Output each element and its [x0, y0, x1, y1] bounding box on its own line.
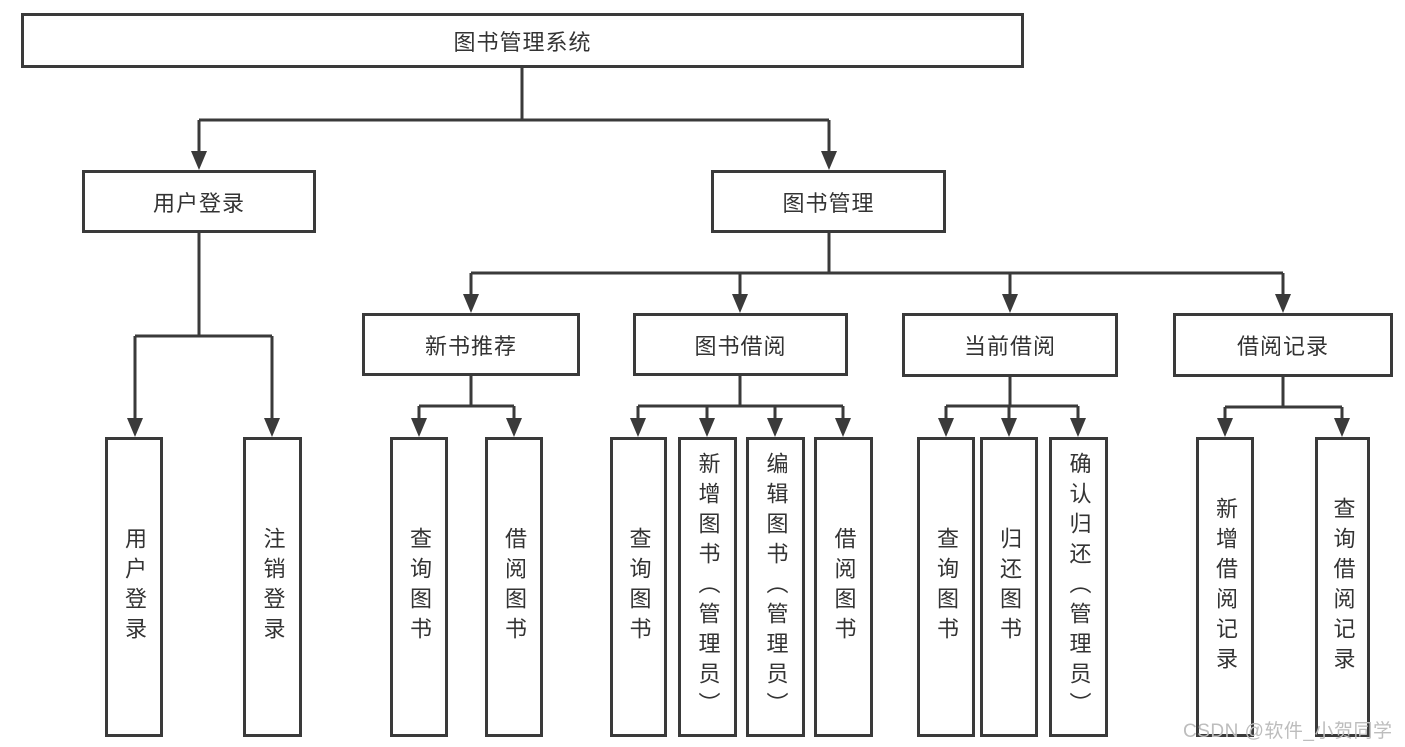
leaf-rec-add-borrow-record-label: 新增借阅记录 [1213, 497, 1238, 677]
arrow-down-icons [127, 151, 1350, 437]
leaf-bb-query-books: 查询图书 [610, 437, 667, 737]
leaf-rec-query-borrow-record: 查询借阅记录 [1315, 437, 1370, 737]
node-new-book-recommend-label: 新书推荐 [424, 333, 517, 359]
node-book-management-system: 图书管理系统 [21, 13, 1024, 68]
leaf-nb-query-books-label: 查询图书 [407, 527, 432, 647]
leaf-bb-add-books-admin-label: 新增图书（管理员） [695, 452, 721, 722]
leaf-rec-query-borrow-record-label: 查询借阅记录 [1330, 497, 1356, 677]
leaf-nb-borrow-books: 借阅图书 [485, 437, 543, 737]
leaf-rec-add-borrow-record: 新增借阅记录 [1196, 437, 1254, 737]
node-book-management: 图书管理 [711, 170, 946, 233]
csdn-watermark: CSDN @软件_小贺同学 [1183, 721, 1393, 742]
leaf-logout-login: 注销登录 [243, 437, 302, 737]
node-book-borrow: 图书借阅 [633, 313, 848, 376]
node-book-management-label: 图书管理 [782, 190, 875, 216]
leaf-cb-return-books: 归还图书 [980, 437, 1038, 737]
leaf-cb-query-books: 查询图书 [917, 437, 975, 737]
node-current-borrow-label: 当前借阅 [963, 334, 1056, 359]
leaf-user-login: 用户登录 [105, 437, 163, 737]
node-user-login: 用户登录 [82, 170, 316, 233]
leaf-cb-query-books-label: 查询图书 [934, 527, 959, 647]
leaf-bb-add-books-admin: 新增图书（管理员） [678, 437, 737, 737]
node-current-borrow: 当前借阅 [902, 313, 1118, 377]
node-borrow-records: 借阅记录 [1173, 313, 1393, 377]
node-user-login-label: 用户登录 [152, 190, 245, 216]
leaf-bb-borrow-books-label: 借阅图书 [831, 527, 857, 647]
leaf-bb-query-books-label: 查询图书 [626, 527, 652, 647]
node-borrow-records-label: 借阅记录 [1236, 334, 1329, 359]
leaf-bb-edit-books-admin-label: 编辑图书（管理员） [763, 452, 789, 722]
leaf-cb-confirm-return-admin: 确认归还（管理员） [1049, 437, 1108, 737]
leaf-bb-borrow-books: 借阅图书 [814, 437, 873, 737]
node-new-book-recommend: 新书推荐 [362, 313, 580, 376]
connector-lines [133, 68, 1344, 421]
leaf-nb-query-books: 查询图书 [390, 437, 448, 737]
node-root-label: 图书管理系统 [453, 29, 592, 55]
node-book-borrow-label: 图书借阅 [694, 333, 787, 359]
leaf-bb-edit-books-admin: 编辑图书（管理员） [746, 437, 805, 737]
leaf-cb-confirm-return-admin-label: 确认归还（管理员） [1066, 452, 1092, 722]
leaf-nb-borrow-books-label: 借阅图书 [502, 527, 527, 647]
leaf-logout-login-label: 注销登录 [260, 527, 286, 647]
leaf-user-login-label: 用户登录 [122, 527, 147, 647]
leaf-cb-return-books-label: 归还图书 [997, 527, 1022, 647]
